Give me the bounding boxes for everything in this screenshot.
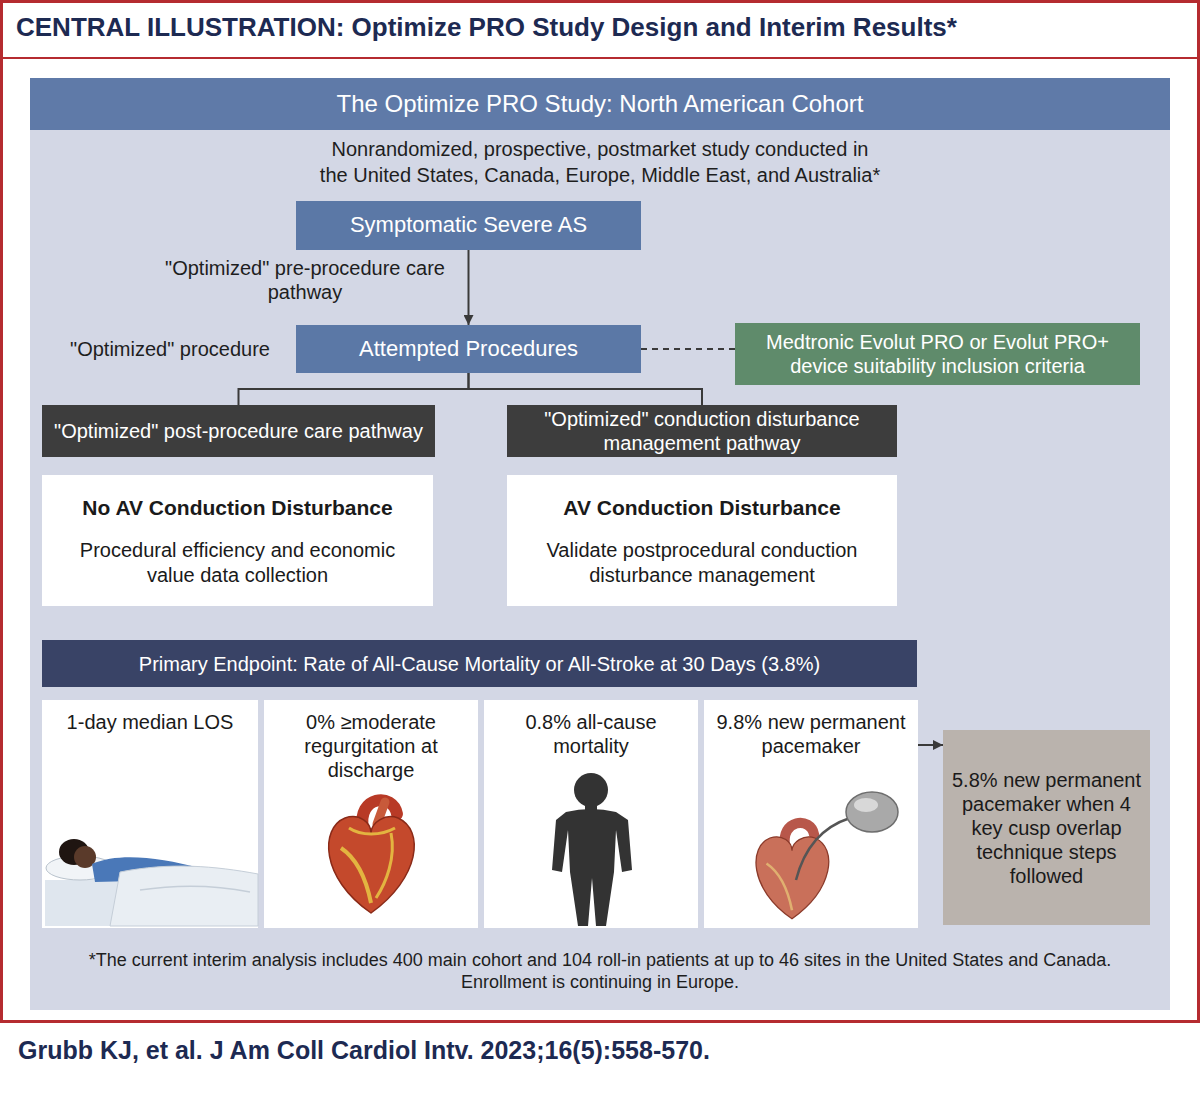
bed-base [45,880,258,926]
label-holder: *The current interim analysis includes 4… [45,950,1155,993]
heading-holder: Grubb KJ, et al. J Am Coll Cardiol Intv.… [18,1036,1178,1065]
paced-heart [756,823,829,919]
label-holder: "Optimized" procedure [50,337,290,361]
heading-holder: CENTRAL ILLUSTRATION: Optimize PRO Study… [16,12,1188,43]
box-body: Validate postprocedural conduction distu… [521,538,883,588]
box-heading: No AV Conduction Disturbance [82,495,392,520]
study-panel: The Optimize PRO Study: North American C… [30,78,1170,1010]
study-description: Nonrandomized, prospective, postmarket s… [180,136,1020,188]
gown [92,857,250,882]
panel-heading: The Optimize PRO Study: North American C… [30,78,1170,130]
blanket [110,866,258,926]
box-text: Medtronic Evolut PRO or Evolut PRO+ devi… [747,330,1128,378]
box-text: 5.8% new permanent pacemaker when 4 key … [951,768,1142,888]
figure-title: CENTRAL ILLUSTRATION: Optimize PRO Study… [16,12,1188,43]
pacing-lead [796,818,850,880]
box-text: "Optimized" post-procedure care pathway [54,419,423,443]
result-card: 9.8% new permanent pacemaker [704,700,918,928]
connector-group [239,250,944,745]
connector-arrow [468,250,470,325]
aorta [362,800,397,828]
endpoint-band: Primary Endpoint: Rate of All-Cause Mort… [42,640,917,687]
box-text: Attempted Procedures [359,336,578,362]
pathway-header: "Optimized" post-procedure care pathway [42,405,435,457]
result-text: 9.8% new permanent pacemaker [714,710,908,758]
result-text: 0% ≥moderate regurgitation at discharge [274,710,468,782]
pacemaker-device [846,792,898,832]
pathway-header: "Optimized" conduction disturbance manag… [507,405,897,457]
coronary-fat [376,833,392,898]
box-body: Procedural efficiency and economic value… [56,538,419,588]
pulmonary-artery [377,802,385,824]
human-silhouette [552,773,632,926]
patient-bed-figure [45,839,258,926]
footnote: *The current interim analysis includes 4… [45,950,1155,993]
process-box: Symptomatic Severe AS [296,201,641,250]
pillow [46,856,114,880]
heart-body [329,817,415,913]
outcome-box: No AV Conduction DisturbanceProcedural e… [42,475,433,606]
box-text: Primary Endpoint: Rate of All-Cause Mort… [139,652,820,676]
connector-line [469,373,703,405]
figure-caption: Grubb KJ, et al. J Am Coll Cardiol Intv.… [18,1036,1178,1065]
hair [59,839,89,865]
outcome-box: AV Conduction DisturbanceValidate postpr… [507,475,897,606]
body [552,809,632,926]
heart-body [756,837,829,919]
aorta [785,823,814,847]
subgroup-box: 5.8% new permanent pacemaker when 4 key … [943,730,1150,925]
annotation-label: "Optimized" pre-procedure care pathway [160,256,450,304]
result-card: 0.8% all-cause mortality [484,700,698,928]
heart-figure [329,800,415,913]
connector-line [641,348,735,350]
connector-line [239,373,469,405]
criteria-box: Medtronic Evolut PRO or Evolut PRO+ devi… [735,323,1140,385]
annotation-label: "Optimized" procedure [50,337,290,361]
title-rule [3,57,1197,59]
result-card: 1-day median LOS [42,700,258,928]
connector-arrow [918,744,943,746]
blanket-fold [140,886,250,892]
device-highlight [854,798,878,812]
head [574,773,608,807]
result-text: 0.8% all-cause mortality [494,710,688,758]
coronary-fat [349,828,395,834]
box-text: Symptomatic Severe AS [350,212,587,238]
coronary-fat [341,848,371,903]
page-frame [2,2,1199,1022]
neck [585,804,597,814]
pacemaker-figure [756,792,898,919]
face [74,846,96,868]
result-text: 1-day median LOS [52,710,248,734]
box-heading: AV Conduction Disturbance [563,495,840,520]
result-card: 0% ≥moderate regurgitation at discharge [264,700,478,928]
label-holder: "Optimized" pre-procedure care pathway [160,256,450,304]
process-box: Attempted Procedures [296,325,641,373]
coronary-fat [767,864,793,911]
box-text: "Optimized" conduction disturbance manag… [519,407,885,455]
